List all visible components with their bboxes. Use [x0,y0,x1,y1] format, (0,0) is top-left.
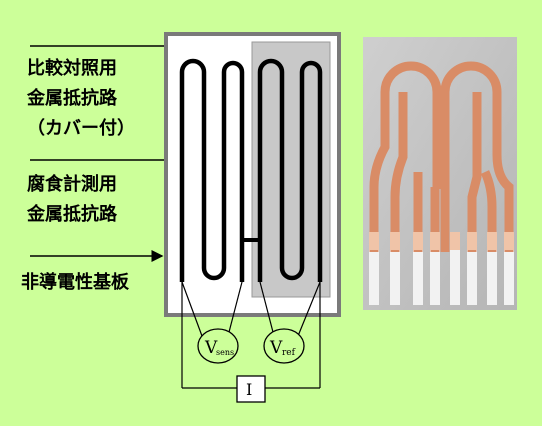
substrate-label-text: 非導電性基板 [21,272,129,293]
copper-bridge [433,182,449,189]
reference-resistor-label: 比較対照用 金属抵抗路 （カバー付） [27,54,135,144]
reference-voltmeter [263,328,305,364]
reference-label-line3: （カバー付） [27,118,135,139]
sensing-voltmeter-symbol: V [204,338,218,358]
reference-trace [257,58,323,282]
corrosion-label-line1: 腐食計測用 [27,174,117,195]
current-source-symbol: I [246,380,252,399]
reference-voltmeter-subscript: ref [282,348,296,358]
corrosion-resistor-label: 腐食計測用 金属抵抗路 [27,170,117,230]
sensing-voltmeter-subscript: sens [216,348,234,357]
sensor-schematic: V sens V ref I [30,32,341,403]
reference-cover [251,41,331,298]
substrate-label: 非導電性基板 [21,268,129,298]
reference-label-line2: 金属抵抗路 [27,88,117,109]
sensor-photo [363,37,517,310]
reference-voltmeter-symbol: V [269,338,283,358]
pad-transitions [369,232,514,250]
lead-pads [369,247,514,305]
current-source [236,375,266,403]
reference-label-line1: 比較対照用 [27,58,117,79]
corrosion-label-line2: 金属抵抗路 [27,204,117,225]
sensing-voltmeter [197,328,239,364]
corrosion-trace [179,58,245,282]
measurement-wiring [181,281,321,389]
